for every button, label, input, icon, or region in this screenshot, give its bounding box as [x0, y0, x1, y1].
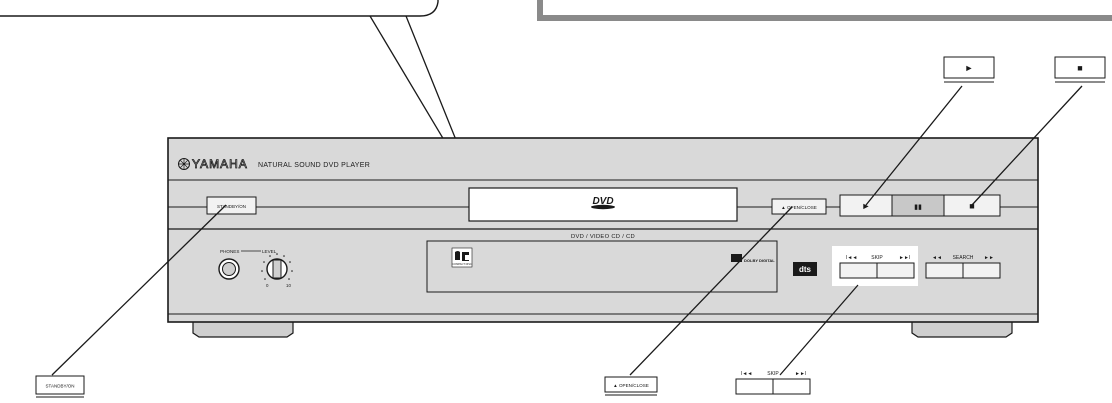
- level-min-label: 0: [266, 283, 269, 288]
- skip-prev-icon: I◄◄: [846, 255, 857, 261]
- callout-skip-prev-button: [735, 378, 774, 395]
- phones-label: PHONES: [220, 249, 239, 254]
- compact-disc-logo: COMPACT DISC: [452, 262, 472, 266]
- open-close-button-label: ▲ OPEN/CLOSE: [781, 205, 817, 210]
- standby-button[interactable]: [206, 196, 257, 215]
- disc-type-label: DVD / VIDEO CD / CD: [571, 234, 635, 240]
- callout-open-close-button: [604, 376, 658, 393]
- dts-logo-badge: [793, 262, 817, 276]
- left-foot: [192, 321, 294, 338]
- stop-leader-line: [971, 85, 1083, 206]
- search-label: SEARCH: [953, 255, 974, 261]
- skip-next-button[interactable]: [876, 262, 915, 279]
- skip-prev-button[interactable]: [839, 262, 878, 279]
- stop-button[interactable]: [943, 194, 1001, 217]
- callout-stop-button: [1054, 56, 1106, 79]
- dolby-digital-icon: DOLBY DIGITAL: [731, 254, 775, 263]
- open-close-leader-line: [629, 206, 793, 376]
- level-label: LEVEL: [262, 249, 277, 254]
- callout-skip-label: SKIP: [767, 371, 779, 377]
- callout-stop-label: ■: [1077, 63, 1082, 73]
- play-button-label: ►: [862, 201, 871, 211]
- callout-skip-prev-icon: I◄◄: [741, 371, 752, 377]
- skip-next-icon: ►►I: [899, 255, 910, 261]
- open-close-button[interactable]: [771, 198, 827, 215]
- search-back-icon: ◄◄: [932, 255, 942, 261]
- stop-button-label: ■: [969, 201, 974, 211]
- level-knob-grip: [272, 259, 282, 279]
- level-scale-dots: [261, 253, 293, 280]
- display-callout-bubble: [0, 0, 438, 16]
- dts-logo-text: dts: [799, 265, 812, 274]
- model-text: NATURAL SOUND DVD PLAYER: [258, 162, 370, 169]
- dolby-logo: DOLBY DIGITAL: [744, 258, 775, 263]
- right-foot: [911, 321, 1013, 338]
- standby-button-label: STANDBY/ON: [217, 204, 246, 209]
- callout-standby-button: [35, 375, 85, 395]
- brand-text: YAMAHA: [192, 157, 248, 171]
- yamaha-logo: YAMAHA: [178, 157, 248, 171]
- search-fwd-icon: ►►: [984, 255, 994, 261]
- level-max-label: 10: [286, 283, 291, 288]
- search-back-button[interactable]: [925, 262, 964, 279]
- display-window: [468, 187, 738, 222]
- callout-skip-next-button: [772, 378, 811, 395]
- phones-jack-inner: [222, 262, 236, 276]
- standby-leader-line: [51, 204, 227, 376]
- dvd-display-logo: DVD: [592, 196, 613, 207]
- search-fwd-button[interactable]: [962, 262, 1001, 279]
- disc-tray: [426, 240, 778, 293]
- display-callout-outline: [0, 0, 439, 17]
- play-leader-line: [865, 85, 963, 206]
- callout-play-button: [943, 56, 995, 79]
- callout-play-label: ►: [965, 63, 974, 73]
- callout-standby-label: STANDBY/ON: [46, 384, 75, 389]
- callout-skip-next-icon: ►►I: [795, 371, 806, 377]
- callout-open-close-label: ▲ OPEN/CLOSE: [613, 383, 649, 388]
- dvd-logo-disc: [591, 204, 615, 210]
- top-banner: [537, 0, 1112, 21]
- compact-disc-icon: COMPACT DISC: [451, 247, 473, 268]
- skip-leader-line: [779, 284, 859, 376]
- skip-label: SKIP: [871, 255, 883, 261]
- pause-button-label: ▮▮: [914, 204, 922, 211]
